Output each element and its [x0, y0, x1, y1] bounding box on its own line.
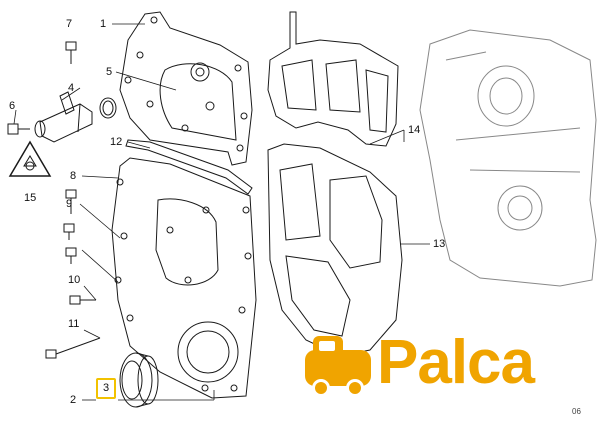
logo-wordmark: Palca: [377, 328, 535, 397]
callout-6: 6: [9, 100, 16, 112]
part-bolts: [45, 41, 101, 359]
callout-14: 14: [408, 124, 421, 136]
part-chain-tensioner: [34, 91, 93, 143]
callout-1: 1: [100, 18, 107, 30]
callout-5: 5: [106, 66, 113, 78]
leader-lines: [13, 23, 430, 401]
callout-3: 3: [103, 382, 110, 394]
callout-2: 2: [70, 394, 77, 406]
callout-15: 15: [24, 192, 37, 204]
part-gasket-strip: [125, 139, 253, 195]
part-shaft-seal: [119, 352, 159, 408]
callout-13: 13: [433, 238, 446, 250]
callout-9: 9: [66, 198, 73, 210]
part-upper-timing-cover: [119, 11, 253, 166]
callout-7: 7: [66, 18, 73, 30]
part-o-ring: [99, 97, 117, 119]
car-icon: [305, 336, 371, 397]
callout-4: 4: [68, 82, 75, 94]
callout-8: 8: [70, 170, 77, 182]
part-gasket-lower: [267, 143, 403, 357]
highlight-box-part-3: [96, 378, 116, 399]
callout-12: 12: [110, 136, 123, 148]
part-warning-label: [8, 140, 52, 177]
part-gasket-upper: [267, 11, 399, 147]
part-engine-block: [419, 29, 597, 287]
part-plug-screw: [7, 123, 30, 135]
callout-10: 10: [68, 274, 81, 286]
callout-11: 11: [68, 318, 80, 330]
palca-logo: Palca: [303, 328, 593, 404]
catalog-code: 06: [572, 407, 581, 416]
part-lower-timing-cover: [111, 157, 257, 399]
